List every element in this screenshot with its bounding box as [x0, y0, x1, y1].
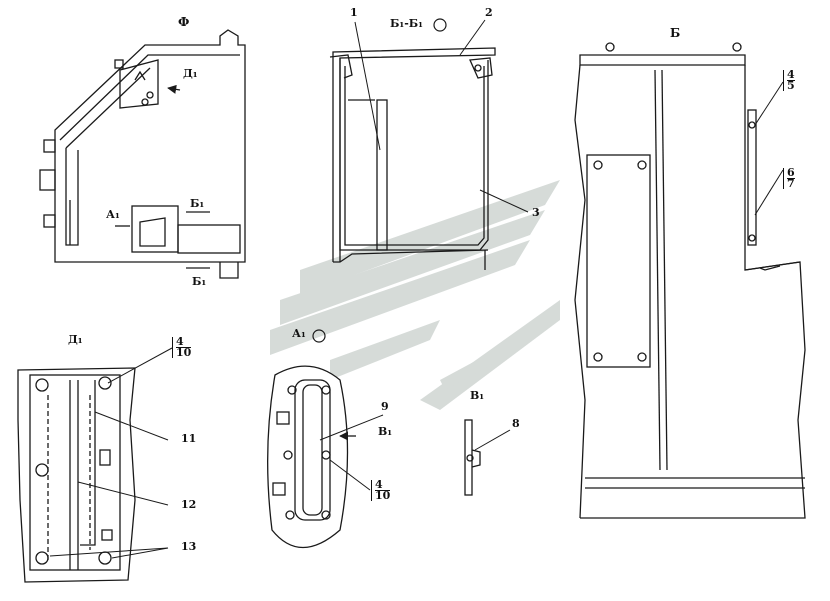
watermark-logo — [270, 180, 560, 410]
callout-4-10-d1-top: 4 — [176, 336, 192, 348]
callout-4-10-d1: 4 10 — [172, 336, 192, 359]
view-b-drawing — [574, 42, 806, 519]
callout-4-5-bottom: 5 — [787, 79, 795, 92]
callout-4-10-d1-bottom: 10 — [176, 346, 192, 359]
section-title-b1-b1: Б₁-Б₁ — [390, 17, 423, 30]
view-f-drawing — [39, 29, 246, 279]
callout-8: 8 — [512, 417, 520, 430]
view-ref-a1: А₁ — [106, 208, 120, 221]
view-d1-drawing — [17, 367, 136, 583]
callout-4-10-a1: 4 10 — [371, 479, 391, 502]
view-label-b: Б — [670, 26, 681, 40]
view-label-d1: Д₁ — [68, 333, 83, 346]
callout-12: 12 — [181, 498, 197, 511]
callout-4-5: 4 5 — [783, 68, 795, 92]
callout-1: 1 — [350, 6, 358, 19]
view-v1-drawing — [464, 419, 481, 496]
callout-9: 9 — [381, 400, 389, 413]
callout-6-7: 6 7 — [783, 166, 795, 190]
callout-6-7-top: 6 — [787, 166, 795, 179]
callout-13: 13 — [181, 540, 197, 553]
callout-6-7-bottom: 7 — [787, 177, 795, 190]
section-ref-b1-bottom: Б₁ — [192, 275, 207, 288]
view-ref-d1: Д₁ — [183, 67, 198, 80]
callout-2: 2 — [485, 6, 493, 19]
view-label-a1: А₁ — [292, 327, 306, 340]
callout-11: 11 — [181, 432, 197, 445]
callout-3: 3 — [532, 206, 540, 219]
leader-lines — [49, 19, 784, 559]
view-label-v1: В₁ — [470, 389, 485, 402]
callout-4-5-top: 4 — [787, 68, 795, 81]
view-label-f: Ф — [178, 15, 190, 29]
callout-4-10-a1-top: 4 — [375, 479, 391, 491]
section-ref-b1-top: Б₁ — [190, 197, 205, 210]
callout-4-10-a1-bottom: 10 — [375, 489, 391, 502]
view-a1-drawing — [267, 365, 356, 549]
view-ref-v1: В₁ — [378, 425, 393, 438]
section-circle-markers — [312, 18, 447, 343]
section-b1-drawing — [329, 47, 496, 270]
